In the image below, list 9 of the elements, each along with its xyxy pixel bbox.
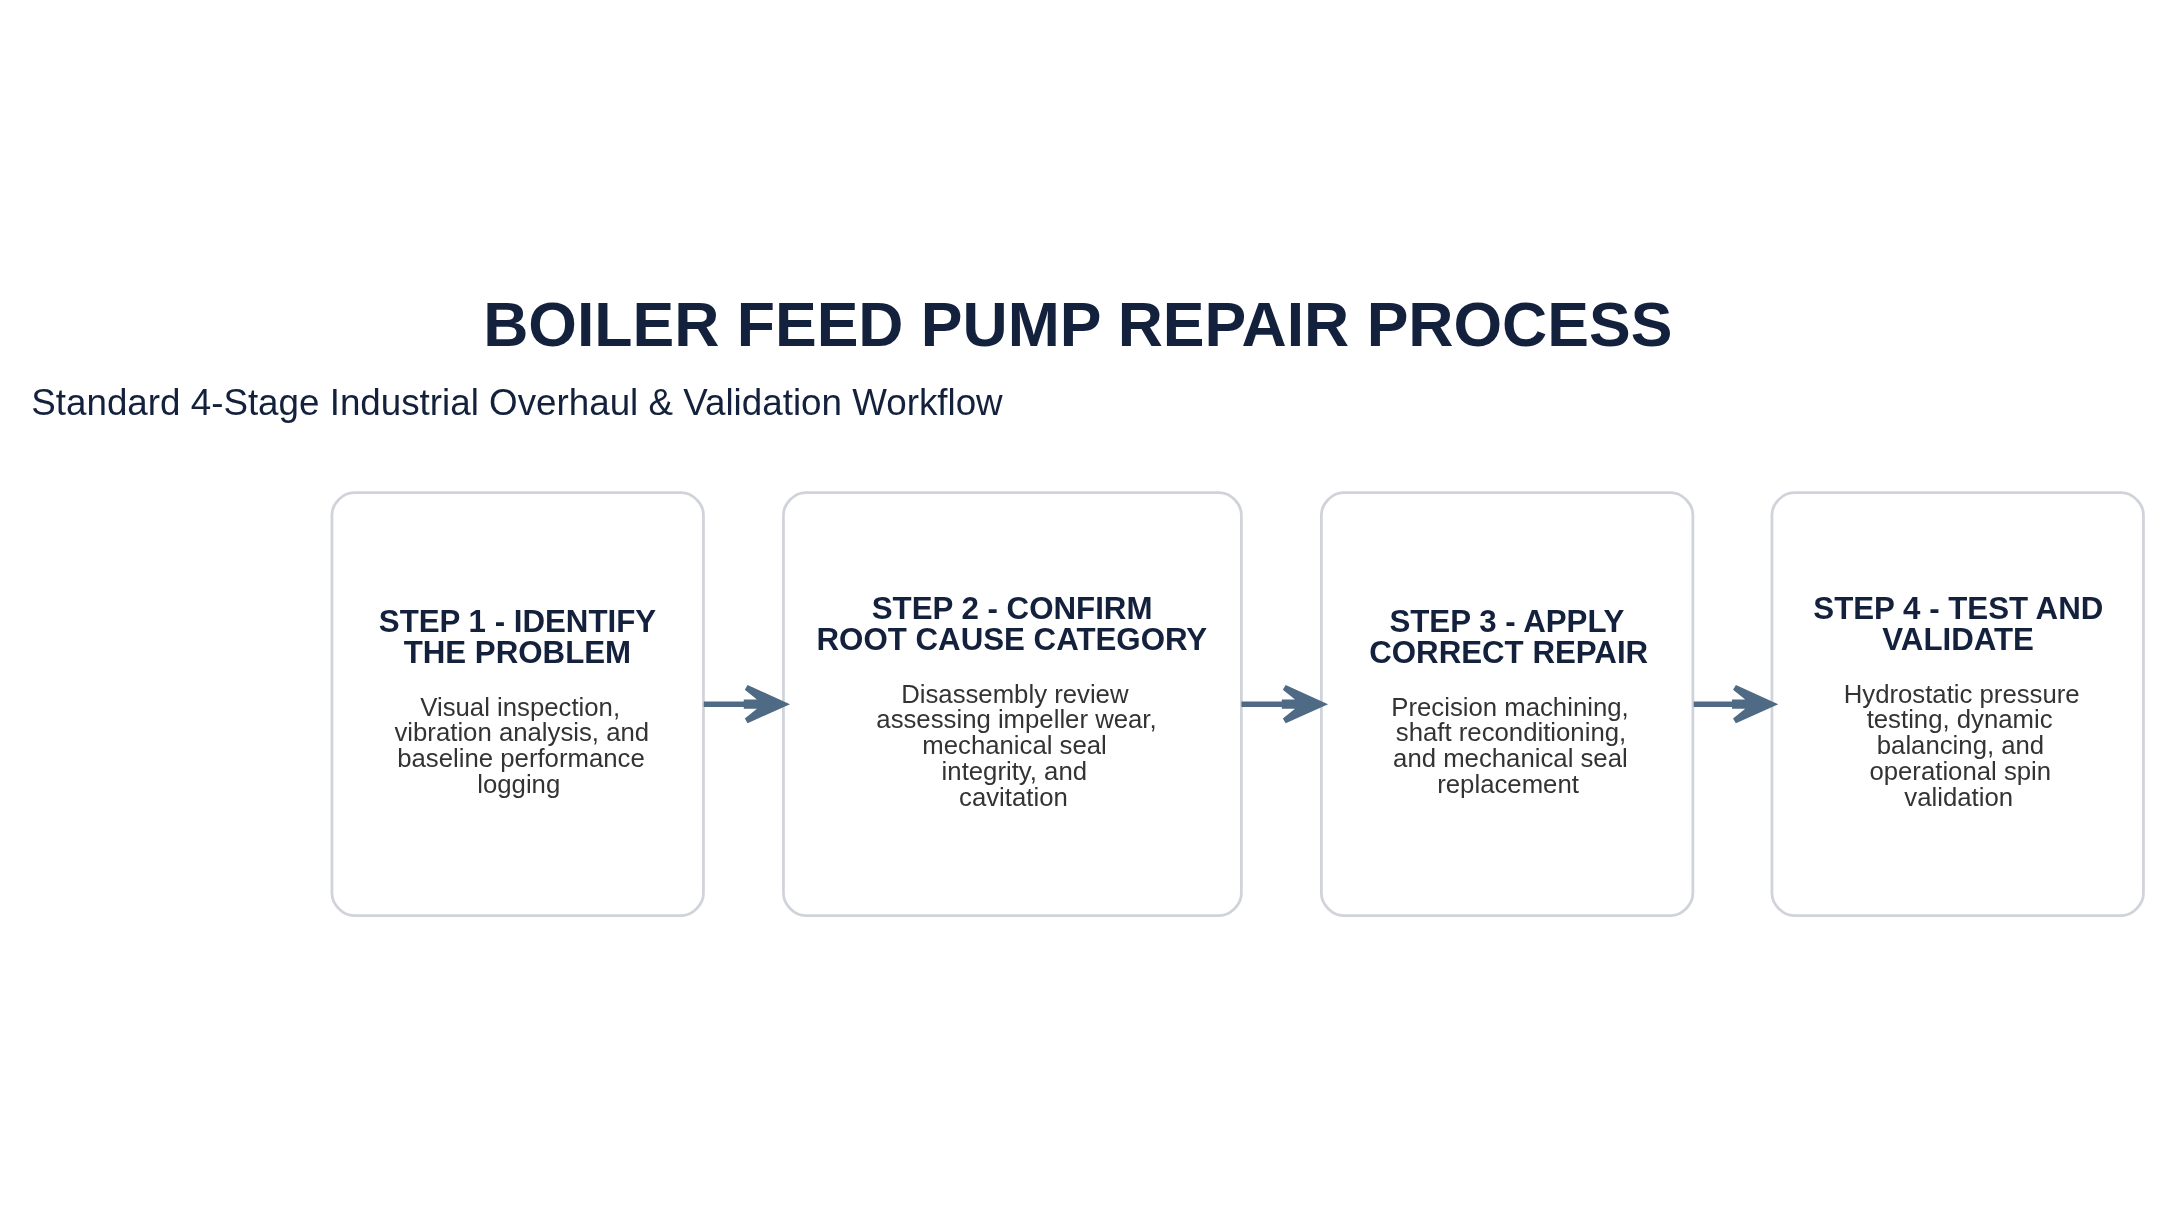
- node-box: STEP 3 - APPLY CORRECT REPAIR Precision machining, shaft reconditioning, and mechanical seal replacement: [1320, 491, 1695, 917]
- arrow: [703, 684, 787, 724]
- node-box: STEP 4 - TEST AND VALIDATE Hydrostatic pressure testing, dynamic balancing, and operational spin validation: [1770, 491, 2145, 917]
- label: Standard 4-Stage Industrial Overhaul & Validation Workflow: [31, 382, 1003, 424]
- arrow: [1241, 684, 1325, 724]
- arrow: [1693, 684, 1775, 724]
- node-box: STEP 1 - IDENTIFY THE PROBLEM Visual inspection, vibration analysis, and baseline performance logging: [330, 491, 705, 917]
- diagram-title: BOILER FEED PUMP REPAIR PROCESS: [483, 288, 1673, 359]
- node-box: STEP 2 - CONFIRM ROOT CAUSE CATEGORY Disassembly review assessing impeller wear, mechanical seal integrity, and cavitation: [782, 491, 1243, 917]
